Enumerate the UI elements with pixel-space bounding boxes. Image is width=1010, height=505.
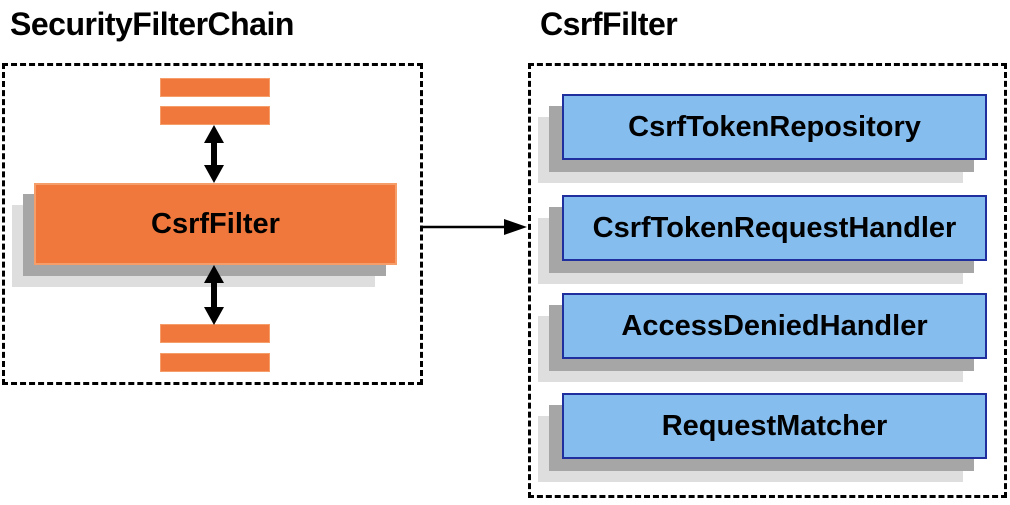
csrf-token-request-handler-node: CsrfTokenRequestHandler <box>562 195 987 261</box>
double-arrow-icon <box>204 125 224 183</box>
csrf-filter-container <box>528 63 1007 498</box>
csrf-filter-node: CsrfFilter <box>34 183 397 265</box>
access-denied-handler-node: AccessDeniedHandler <box>562 293 987 359</box>
double-arrow-icon <box>204 265 224 325</box>
filter-placeholder-bar <box>160 78 270 97</box>
security-filter-chain-title: SecurityFilterChain <box>10 6 294 42</box>
flow-arrow-icon <box>422 219 527 235</box>
csrf-token-repository-node: CsrfTokenRepository <box>562 94 987 160</box>
csrf-filter-node-label: CsrfFilter <box>151 207 280 240</box>
component-label: RequestMatcher <box>661 409 888 442</box>
filter-placeholder-bar <box>160 353 270 372</box>
component-label: CsrfTokenRequestHandler <box>592 211 957 244</box>
request-matcher-node: RequestMatcher <box>562 393 987 459</box>
component-label: CsrfTokenRepository <box>628 110 921 143</box>
component-label: AccessDeniedHandler <box>621 309 928 342</box>
csrf-filter-title: CsrfFilter <box>540 6 678 42</box>
security-filter-chain-container <box>2 63 423 385</box>
filter-placeholder-bar <box>160 106 270 125</box>
filter-placeholder-bar <box>160 324 270 343</box>
